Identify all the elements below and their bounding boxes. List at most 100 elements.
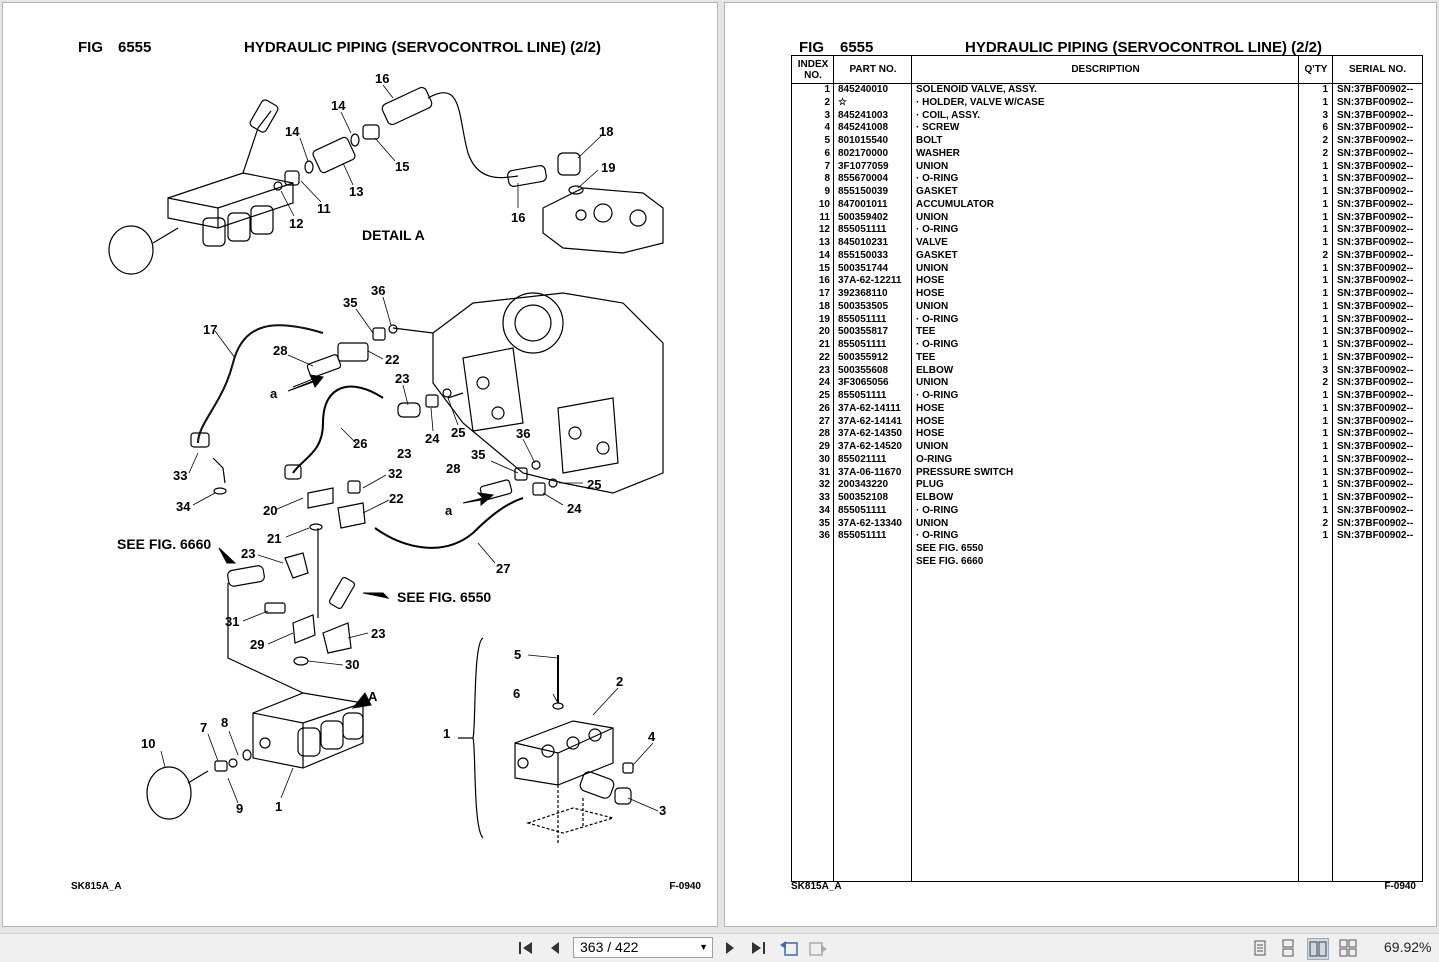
last-page-icon[interactable]: [748, 938, 768, 958]
next-page-icon[interactable]: [720, 938, 740, 958]
callout-34: 34: [176, 499, 191, 514]
row-index: 5: [824, 135, 830, 146]
go-forward-icon[interactable]: [808, 938, 828, 958]
row-index: 17: [818, 288, 830, 299]
fig-label-right: FIG: [799, 39, 824, 56]
two-page-continuous-icon[interactable]: [1338, 938, 1358, 958]
row-description: · O-RING: [916, 339, 959, 350]
callout-31: 31: [225, 614, 239, 629]
callout-23d: 23: [371, 626, 385, 641]
callout-29: 29: [250, 637, 264, 652]
callout-19: 19: [601, 160, 615, 175]
row-index: 28: [818, 428, 830, 440]
row-serial: SN:37BF00902--: [1337, 237, 1414, 248]
row-description: UNION: [916, 300, 949, 312]
row-description: O-RING: [916, 453, 953, 465]
row-description: · O-RING: [916, 504, 959, 516]
row-serial: SN:37BF00902--: [1337, 441, 1414, 452]
row-serial: SN:37BF00902--: [1337, 249, 1414, 261]
row-index: 7: [824, 160, 830, 172]
callout-3: 3: [659, 803, 666, 818]
row-part-no: 37A-06-11670: [838, 466, 902, 478]
continuous-view-icon[interactable]: [1278, 938, 1298, 958]
row-index: 20: [818, 326, 830, 338]
row-part-no: 802170000: [838, 147, 889, 159]
header-description: DESCRIPTION: [1071, 64, 1140, 75]
callout-12: 12: [289, 216, 303, 231]
callout-1: 1: [275, 799, 282, 814]
table-row: SEE FIG. 6660: [792, 556, 1422, 569]
row-serial: SN:37BF00902--: [1337, 262, 1414, 274]
row-description: UNION: [916, 160, 949, 172]
callout-9: 9: [236, 801, 243, 816]
row-serial: SN:37BF00902--: [1337, 517, 1414, 529]
fig-label: FIG: [78, 39, 103, 56]
row-serial: SN:37BF00902--: [1337, 160, 1414, 172]
callout-33: 33: [173, 468, 187, 483]
page-number-select[interactable]: 363 / 422 ▼: [573, 937, 713, 958]
single-page-view-icon[interactable]: [1250, 938, 1270, 958]
header-qty: Q'TY: [1304, 64, 1328, 75]
callout-36: 36: [371, 283, 385, 298]
footer-code-right: SK815A_A: [791, 881, 842, 892]
callout-22: 22: [385, 352, 399, 367]
callout-20: 20: [263, 503, 277, 518]
prev-page-icon[interactable]: [545, 938, 565, 958]
row-index: 35: [818, 517, 830, 529]
callout-15: 15: [395, 159, 409, 174]
see-fig-6550: SEE FIG. 6550: [397, 589, 491, 605]
row-qty: 1: [1322, 326, 1328, 338]
row-qty: 1: [1322, 402, 1328, 414]
callout-16: 16: [375, 71, 389, 86]
document-viewer[interactable]: FIG 6555 HYDRAULIC PIPING (SERVOCONTROL …: [0, 0, 1439, 933]
row-serial: SN:37BF00902--: [1337, 147, 1414, 159]
row-part-no: 845240010: [838, 84, 889, 95]
table-row: SEE FIG. 6550: [792, 543, 1422, 556]
row-serial: SN:37BF00902--: [1337, 186, 1414, 197]
callout-21: 21: [267, 531, 281, 546]
row-part-no: 855150039: [838, 186, 889, 197]
callout-28b: 28: [446, 461, 460, 476]
callout-35b: 35: [471, 447, 485, 462]
row-part-no: 500351744: [838, 262, 889, 274]
row-part-no: 855021111: [838, 453, 887, 465]
row-part-no: 200343220: [838, 479, 889, 491]
row-description: · O-RING: [916, 530, 959, 542]
row-serial: SN:37BF00902--: [1337, 96, 1414, 108]
row-index: 13: [818, 237, 830, 248]
two-page-view-icon[interactable]: [1307, 938, 1329, 960]
row-serial: SN:37BF00902--: [1337, 364, 1414, 376]
callout-30: 30: [345, 657, 359, 672]
row-serial: SN:37BF00902--: [1337, 466, 1414, 478]
row-part-no: 37A-62-13340: [838, 517, 902, 529]
row-index: 21: [818, 339, 830, 350]
zoom-level[interactable]: 69.92%: [1384, 939, 1432, 955]
row-serial: SN:37BF00902--: [1337, 109, 1414, 121]
row-part-no: 392368110: [838, 288, 888, 299]
viewer-toolbar: 363 / 422 ▼ 69.92%: [0, 933, 1439, 962]
callout-32: 32: [388, 466, 402, 481]
row-index: 36: [818, 530, 830, 542]
row-serial: SN:37BF00902--: [1337, 530, 1414, 542]
callout-24: 24: [425, 431, 440, 446]
row-qty: 3: [1322, 109, 1328, 121]
header-index: INDEX NO.: [797, 58, 829, 81]
row-qty: 2: [1322, 377, 1328, 389]
detail-accumulator: [108, 225, 154, 275]
row-description: · O-RING: [916, 224, 959, 236]
chevron-down-icon: ▼: [699, 942, 708, 952]
first-page-icon[interactable]: [516, 938, 536, 958]
row-qty: 1: [1322, 415, 1328, 427]
footer-code-left: SK815A_A: [71, 881, 122, 892]
go-back-icon[interactable]: [779, 938, 799, 958]
